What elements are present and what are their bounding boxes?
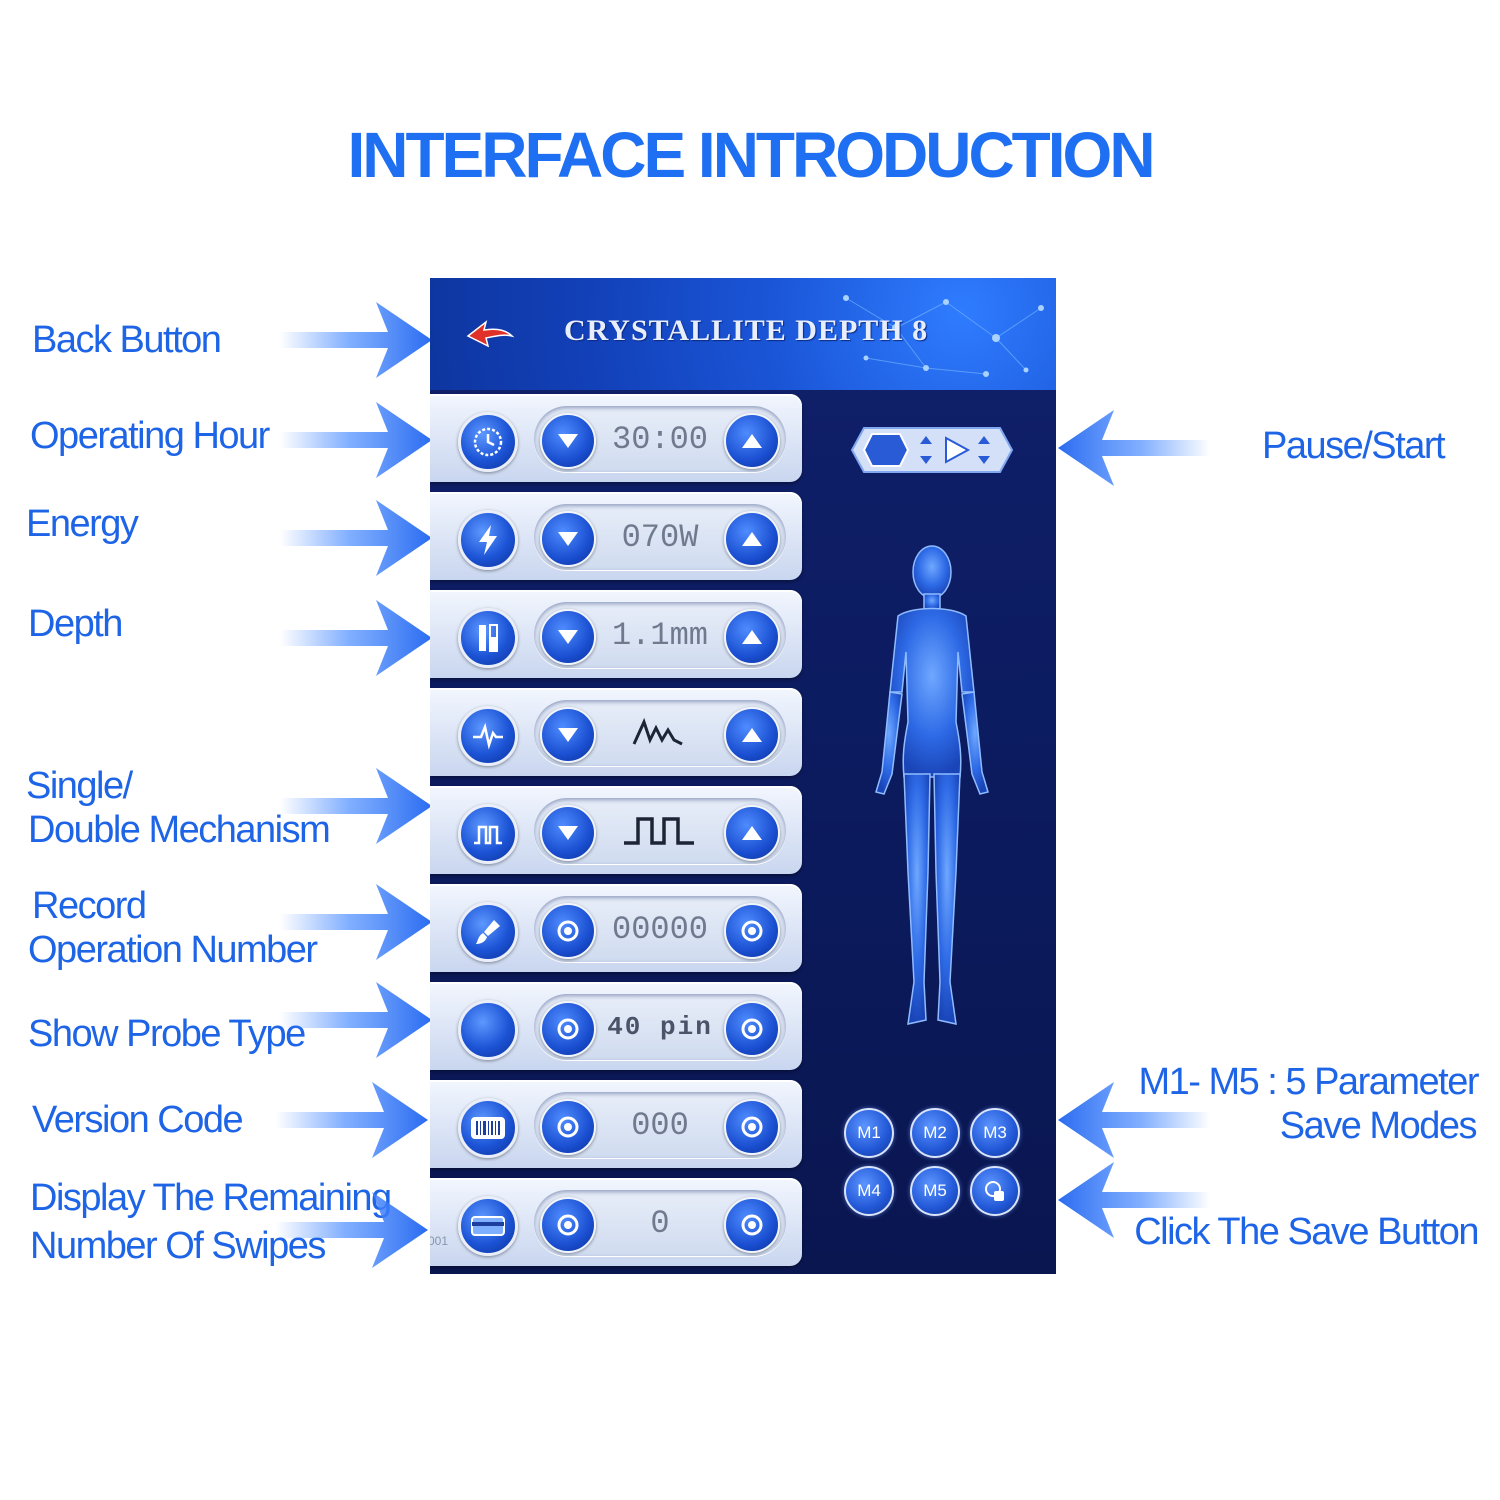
mode-m4-button[interactable]: M4 xyxy=(844,1166,894,1216)
label-record-line2: Operation Number xyxy=(28,929,318,971)
arrow-right-icon xyxy=(280,600,432,676)
save-button[interactable] xyxy=(970,1166,1020,1216)
reset-button[interactable] xyxy=(724,903,780,959)
option-button[interactable] xyxy=(724,1197,780,1253)
arrow-right-icon xyxy=(280,884,432,960)
decrease-button[interactable] xyxy=(540,805,596,861)
option-button[interactable] xyxy=(724,1001,780,1057)
save-icon xyxy=(985,1181,1004,1201)
pulse-mode-stepper xyxy=(534,700,786,766)
arrow-left-icon xyxy=(1058,410,1210,486)
probe-value: 40 pin xyxy=(607,1012,713,1042)
option-button[interactable] xyxy=(724,1099,780,1155)
remaining-swipes-stepper: 0 xyxy=(534,1190,786,1256)
label-modes-line1: M1- M5 : 5 Parameter xyxy=(1138,1061,1479,1103)
label-probe-type: Show Probe Type xyxy=(28,1013,306,1055)
energy-stepper: 070W xyxy=(534,504,786,570)
depth-stepper: 1.1mm xyxy=(534,602,786,668)
label-save-button: Click The Save Button xyxy=(1134,1211,1479,1253)
mode-m5-button[interactable]: M5 xyxy=(910,1166,960,1216)
molecule-pattern-icon xyxy=(843,295,1044,377)
remaining-swipes-value: 0 xyxy=(650,1204,670,1242)
option-button[interactable] xyxy=(540,1001,596,1057)
mode-m1-button[interactable]: M1 xyxy=(844,1108,894,1158)
control-row-depth: 1.1mm xyxy=(430,590,802,678)
pause-start-button[interactable] xyxy=(850,424,1014,476)
option-button[interactable] xyxy=(540,1099,596,1155)
pulse-wave-icon xyxy=(458,706,518,766)
control-row-single-double xyxy=(430,786,802,874)
record-stepper: 00000 xyxy=(534,896,786,962)
back-arrow-icon[interactable] xyxy=(460,310,520,354)
increase-button[interactable] xyxy=(724,609,780,665)
operating-hour-stepper: 30:00 xyxy=(534,406,786,472)
record-value: 00000 xyxy=(611,910,708,948)
energy-value: 070W xyxy=(621,518,699,556)
label-remaining-line1: Display The Remaining xyxy=(30,1177,392,1219)
arrow-left-icon xyxy=(1058,1082,1210,1158)
single-double-stepper xyxy=(534,798,786,864)
decrease-button[interactable] xyxy=(540,609,596,665)
arrow-right-icon xyxy=(276,1082,428,1158)
control-row-remaining-swipes: 0 xyxy=(430,1178,802,1266)
label-back-button: Back Button xyxy=(32,319,222,361)
human-body-icon xyxy=(875,545,989,1025)
mode-m2-button[interactable]: M2 xyxy=(910,1108,960,1158)
increase-button[interactable] xyxy=(724,805,780,861)
pulse-wave-display xyxy=(594,700,726,766)
depth-value: 1.1mm xyxy=(611,616,708,654)
arrow-right-icon xyxy=(280,302,432,378)
arrow-right-icon xyxy=(280,500,432,576)
probe-icon xyxy=(458,1000,518,1060)
option-button[interactable] xyxy=(540,1197,596,1253)
label-energy: Energy xyxy=(26,503,139,545)
label-modes-line2: Save Modes xyxy=(1279,1105,1478,1147)
arrow-right-icon xyxy=(276,1192,428,1268)
increase-button[interactable] xyxy=(724,413,780,469)
label-depth: Depth xyxy=(28,603,123,645)
arrow-right-icon xyxy=(280,402,432,478)
device-screen: CRYSTALLITE DEPTH 8 30:00 070W 1.1mm xyxy=(430,278,1056,1274)
arrow-left-icon xyxy=(1058,1162,1210,1238)
increase-button[interactable] xyxy=(724,511,780,567)
barcode-icon xyxy=(458,1098,518,1158)
decrease-button[interactable] xyxy=(540,707,596,763)
square-wave-graphic-icon xyxy=(624,817,694,845)
control-row-operating-hour: 30:00 xyxy=(430,394,802,482)
version-stepper: 000 xyxy=(534,1092,786,1158)
operating-hour-value: 30:00 xyxy=(611,420,708,458)
screen-title: CRYSTALLITE DEPTH 8 xyxy=(564,314,929,347)
pulse-wave-graphic-icon xyxy=(632,717,683,746)
square-wave-display xyxy=(594,798,726,864)
decrease-button[interactable] xyxy=(540,413,596,469)
decrease-button[interactable] xyxy=(540,511,596,567)
screen-header: CRYSTALLITE DEPTH 8 xyxy=(430,278,1056,390)
page-title: INTERFACE INTRODUCTION xyxy=(347,119,1155,191)
lightning-icon xyxy=(458,510,518,570)
arrow-right-icon xyxy=(280,982,432,1058)
control-row-energy: 070W xyxy=(430,492,802,580)
label-operating-hour: Operating Hour xyxy=(30,415,270,457)
depth-icon xyxy=(458,608,518,668)
clock-icon xyxy=(458,412,518,472)
reset-button[interactable] xyxy=(540,903,596,959)
increase-button[interactable] xyxy=(724,707,780,763)
card-icon xyxy=(458,1196,518,1256)
mode-m3-button[interactable]: M3 xyxy=(970,1108,1020,1158)
label-version-code: Version Code xyxy=(32,1099,244,1141)
probe-stepper: 40 pin xyxy=(534,994,786,1060)
label-record-line1: Record xyxy=(32,885,147,927)
control-row-version: 000 xyxy=(430,1080,802,1168)
label-pause-start: Pause/Start xyxy=(1262,425,1446,467)
version-mark: 001 xyxy=(430,1234,449,1248)
square-wave-icon xyxy=(458,804,518,864)
control-row-pulse-mode xyxy=(430,688,802,776)
control-row-record: 00000 xyxy=(430,884,802,972)
version-value: 000 xyxy=(631,1106,689,1144)
label-single-double-line2: Double Mechanism xyxy=(28,809,331,851)
control-row-probe: 40 pin xyxy=(430,982,802,1070)
arrow-right-icon xyxy=(280,768,432,844)
label-single-double-line1: Single/ xyxy=(26,765,133,807)
brush-icon xyxy=(458,902,518,962)
